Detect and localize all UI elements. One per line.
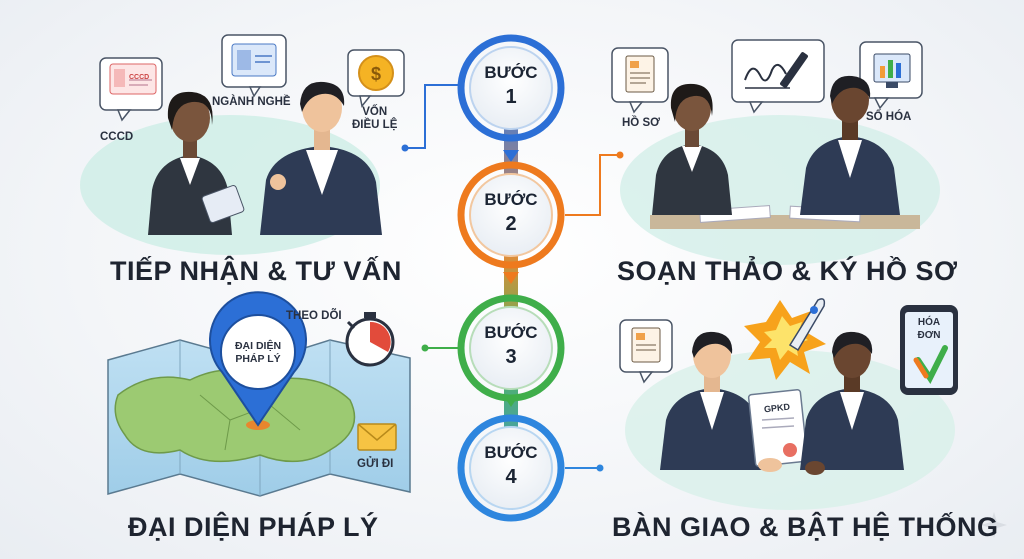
step-1-title: TIẾP NHẬN & TƯ VẤN — [110, 256, 402, 286]
von-dieu-le-label: VỐN ĐIỀU LỆ — [352, 106, 398, 131]
step-2-title: SOẠN THẢO & KÝ HỒ SƠ — [617, 256, 958, 286]
step2-illustration — [611, 39, 923, 229]
so-hoa-label: SỐ HÓA — [866, 111, 912, 123]
step1-illustration: $ — [99, 34, 405, 235]
step-4-number: 4 — [505, 466, 517, 488]
step-2-label: BƯỚC — [484, 190, 538, 209]
step-2-number: 2 — [505, 213, 517, 235]
ho-so-label: HỒ SƠ — [622, 117, 660, 129]
svg-text:$: $ — [371, 64, 381, 84]
step-node-3-text: BƯỚC 3 — [471, 323, 551, 369]
gui-di-label: GỬI ĐI — [357, 458, 394, 470]
gpkd-label: GPKD — [763, 401, 791, 415]
dai-dien-phap-ly-pin-label: ĐẠI DIỆN PHÁP LÝ — [234, 340, 282, 365]
step-node-3 — [457, 294, 565, 402]
step-node-1 — [457, 34, 565, 142]
step-node-4-text: BƯỚC 4 — [471, 443, 551, 489]
step3-illustration — [107, 291, 411, 497]
step-node-2-text: BƯỚC 2 — [471, 190, 551, 236]
step-node-4 — [457, 414, 565, 522]
hoa-don-label: HÓA ĐƠN — [917, 317, 941, 341]
cccd-card-text: CCCD — [129, 74, 150, 81]
step-4-label: BƯỚC — [484, 443, 538, 462]
step-4-title: BÀN GIAO & BẬT HỆ THỐNG — [612, 512, 999, 542]
nganh-nghe-label: NGÀNH NGHỀ — [212, 96, 291, 108]
step-node-2 — [457, 161, 565, 269]
step4-illustration — [619, 298, 958, 475]
cccd-label: CCCD — [100, 131, 134, 143]
step-3-title: ĐẠI DIỆN PHÁP LÝ — [128, 512, 379, 542]
step-3-number: 3 — [505, 346, 517, 368]
step-1-number: 1 — [505, 86, 517, 108]
sparkle-icon — [981, 512, 1007, 538]
step-3-label: BƯỚC — [484, 323, 538, 342]
theo-doi-label: THEO DÕI — [286, 310, 342, 322]
step-node-1-text: BƯỚC 1 — [471, 63, 551, 109]
connectors — [401, 84, 624, 472]
step-1-label: BƯỚC — [484, 63, 538, 82]
